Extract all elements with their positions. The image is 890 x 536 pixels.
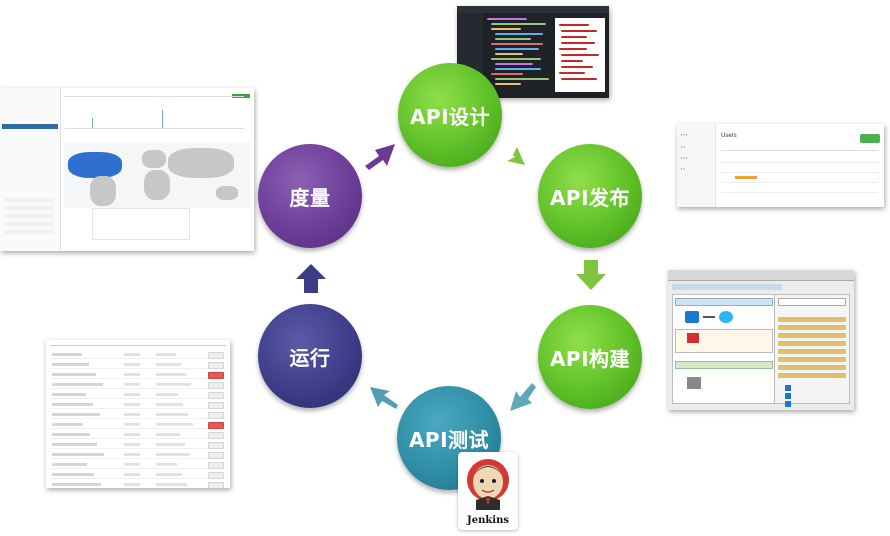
jenkins-butler-icon xyxy=(467,459,509,510)
users-portal-screenshot: ▪ ▪ ▪ ▪ ▪ ▪ ▪ ▪ ▪ ▪ Users xyxy=(677,124,884,207)
arrow-publish-to-build-icon xyxy=(576,260,606,290)
portal-sidebar xyxy=(677,124,716,207)
stage-run-label: 运行 xyxy=(289,345,331,370)
policy-table-row xyxy=(50,442,226,449)
policy-table-row xyxy=(50,422,226,429)
world-map xyxy=(64,142,250,208)
arrow-run-to-measure-icon xyxy=(296,264,326,293)
stage-api-build-label: API构建 xyxy=(549,346,631,371)
stage-measure-label: 度量 xyxy=(289,185,331,210)
policies-table-screenshot xyxy=(46,340,230,488)
stage-api-design-label: API设计 xyxy=(409,104,491,129)
stage-api-build: API构建 xyxy=(538,305,642,409)
policy-table-row xyxy=(50,372,226,379)
policy-table-row xyxy=(50,392,226,399)
arrow-build-to-test-icon xyxy=(510,383,536,411)
arrow-test-to-run-icon xyxy=(370,387,398,409)
policy-table-row xyxy=(50,362,226,369)
policy-table-row xyxy=(50,482,226,488)
stage-api-test-label: API测试 xyxy=(408,427,490,452)
policy-table-row xyxy=(50,472,226,479)
stage-measure: 度量 xyxy=(258,144,362,248)
jenkins-wordmark: Jenkins xyxy=(467,515,509,526)
arrow-measure-to-design-icon xyxy=(365,144,395,170)
portal-title: Users xyxy=(721,133,737,139)
arrow-design-to-publish-icon xyxy=(501,143,525,165)
jenkins-logo: Jenkins xyxy=(458,452,518,530)
stage-api-publish-label: API发布 xyxy=(549,185,631,210)
policy-table-row xyxy=(50,432,226,439)
editor-preview-pane xyxy=(555,18,605,92)
policy-table-row xyxy=(50,412,226,419)
mule-title-bar xyxy=(668,270,854,281)
policy-table-row xyxy=(50,452,226,459)
metrics-dashboard-screenshot xyxy=(0,88,254,251)
policy-table-row xyxy=(50,462,226,469)
stage-api-design: API设计 xyxy=(398,63,502,167)
stage-api-publish: API发布 xyxy=(538,144,642,248)
mule-palette xyxy=(774,294,850,407)
stage-run: 运行 xyxy=(258,304,362,408)
policy-table-row xyxy=(50,402,226,409)
mule-studio-screenshot xyxy=(668,270,854,410)
policy-table-row xyxy=(50,382,226,389)
policy-table-row xyxy=(50,352,226,359)
editor-toolbar xyxy=(457,6,609,13)
mule-flow-canvas xyxy=(672,294,776,404)
add-user-button xyxy=(860,134,880,143)
